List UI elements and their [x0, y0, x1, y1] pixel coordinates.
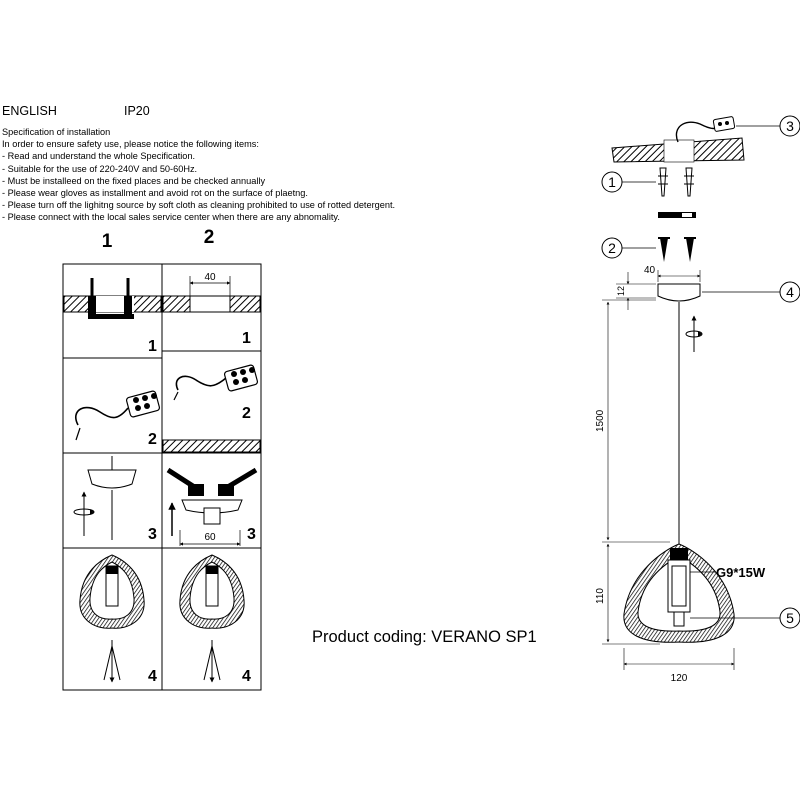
- dim-120-label: 120: [671, 673, 688, 684]
- step-number-2b: 2: [242, 405, 251, 422]
- callout-4: 4: [786, 284, 794, 300]
- dim-110-label: 110: [595, 588, 606, 604]
- step-number-1a: 1: [148, 338, 157, 355]
- step-number-2a: 2: [148, 431, 157, 448]
- bulb-spec-label: G9*15W: [716, 565, 766, 580]
- step-number-1b: 1: [242, 330, 251, 347]
- column-label-2: 2: [204, 227, 215, 248]
- step-number-4b: 4: [242, 668, 251, 685]
- dim-shade: 110 120: [595, 543, 735, 684]
- spec-line: - Please turn off the lighitng source by…: [2, 200, 396, 211]
- dim-canopy-width: 40: [644, 265, 656, 276]
- rotate-icon: [685, 315, 703, 352]
- step4-shade-col2: [179, 554, 245, 683]
- spec-line: - Must be installeed on the fixed places…: [2, 175, 266, 186]
- spec-title: Specification of installation: [2, 127, 111, 137]
- ip-rating-label: IP20: [124, 104, 150, 118]
- callout-2: 2: [608, 240, 616, 256]
- step4-shade-col1: [79, 554, 145, 683]
- callout-circle-3: [779, 115, 800, 137]
- callout-5: 5: [786, 610, 794, 626]
- step1-ceiling-screws: [63, 278, 162, 319]
- column-2-frame: [161, 263, 262, 691]
- spec-line: In order to ensure safety use, please no…: [2, 139, 259, 150]
- step3-canopy-connectors: 60: [162, 439, 261, 546]
- callouts: 1 2 3 4 5: [601, 115, 800, 629]
- step-number-3a: 3: [148, 526, 157, 543]
- assembly-diagram: 40 12 1500: [595, 115, 800, 684]
- ceiling-section: [611, 116, 745, 163]
- step1-ceiling-hole: 40: [162, 272, 261, 313]
- callout-circle-5: [779, 607, 800, 629]
- language-label: ENGLISH: [2, 104, 57, 118]
- dowels: [658, 167, 694, 197]
- screws: [658, 237, 696, 262]
- step2-wire-connector: [75, 390, 161, 441]
- spec-line: - Please wear gloves as installment and …: [2, 188, 308, 199]
- pendant-shade: [623, 543, 735, 643]
- spec-line: - Suitable for the use of 220-240V and 5…: [2, 163, 198, 174]
- dim-canopy-height: 12: [616, 286, 626, 296]
- callout-circle-1: [601, 171, 623, 193]
- step-number-4a: 4: [148, 668, 157, 685]
- dim-canopy-60: 60: [204, 532, 216, 543]
- step-number-3b: 3: [247, 526, 256, 543]
- column-label-1: 1: [102, 231, 113, 252]
- specification-block: Specification of installation In order t…: [2, 126, 395, 224]
- callout-circle-2: [601, 237, 623, 259]
- product-coding: Product coding: VERANO SP1: [312, 628, 537, 646]
- spec-line: - Read and understand the whole Specific…: [2, 151, 196, 162]
- mounting-bar: [658, 212, 696, 218]
- step3-canopy-rotate: [73, 456, 137, 540]
- step2-wire-connector-b: [173, 364, 259, 401]
- callout-circle-4: [779, 281, 800, 303]
- dim-cable-length: 1500: [595, 299, 670, 543]
- canopy: 40 12: [616, 265, 701, 310]
- spec-line: - Please connect with the local sales se…: [2, 212, 340, 223]
- step-grid: 1 2 40: [62, 227, 262, 691]
- callout-1: 1: [608, 174, 616, 190]
- dim-1500-label: 1500: [595, 409, 606, 432]
- callout-3: 3: [786, 118, 794, 134]
- dim-hole-40: 40: [204, 272, 216, 283]
